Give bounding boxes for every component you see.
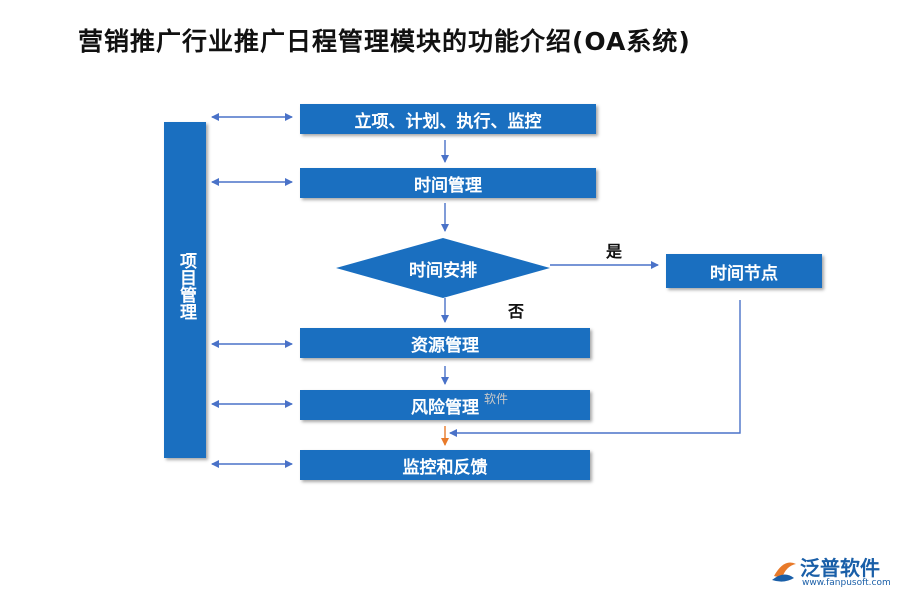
project-management-bar: 项目管理 [164,122,206,458]
schedule-decision-diamond [336,238,550,298]
arrow-node-return [449,300,741,437]
no-label: 否 [508,302,525,321]
monitor-feedback-box: 监控和反馈 [300,450,590,480]
yes-label: 是 [606,242,623,261]
risk-management-box: 风险管理 [300,390,590,420]
brand-logo-icon [772,562,796,582]
brand-logo: 泛普软件 www.fanpusoft.com [770,552,892,592]
brand-url: www.fanpusoft.com [802,578,891,588]
time-node-box: 时间节点 [666,254,822,288]
resource-management-box: 资源管理 [300,328,590,358]
time-management-box: 时间管理 [300,168,596,198]
watermark-text: 软件 [484,392,509,406]
diagram-title: 营销推广行业推广日程管理模块的功能介绍(OA系统) [78,27,691,56]
project-management-label: 项目管理 [176,252,196,320]
schedule-decision-label: 时间安排 [409,260,477,281]
brand-name: 泛普软件 [800,556,880,580]
initiation-box: 立项、计划、执行、监控 [300,104,596,134]
